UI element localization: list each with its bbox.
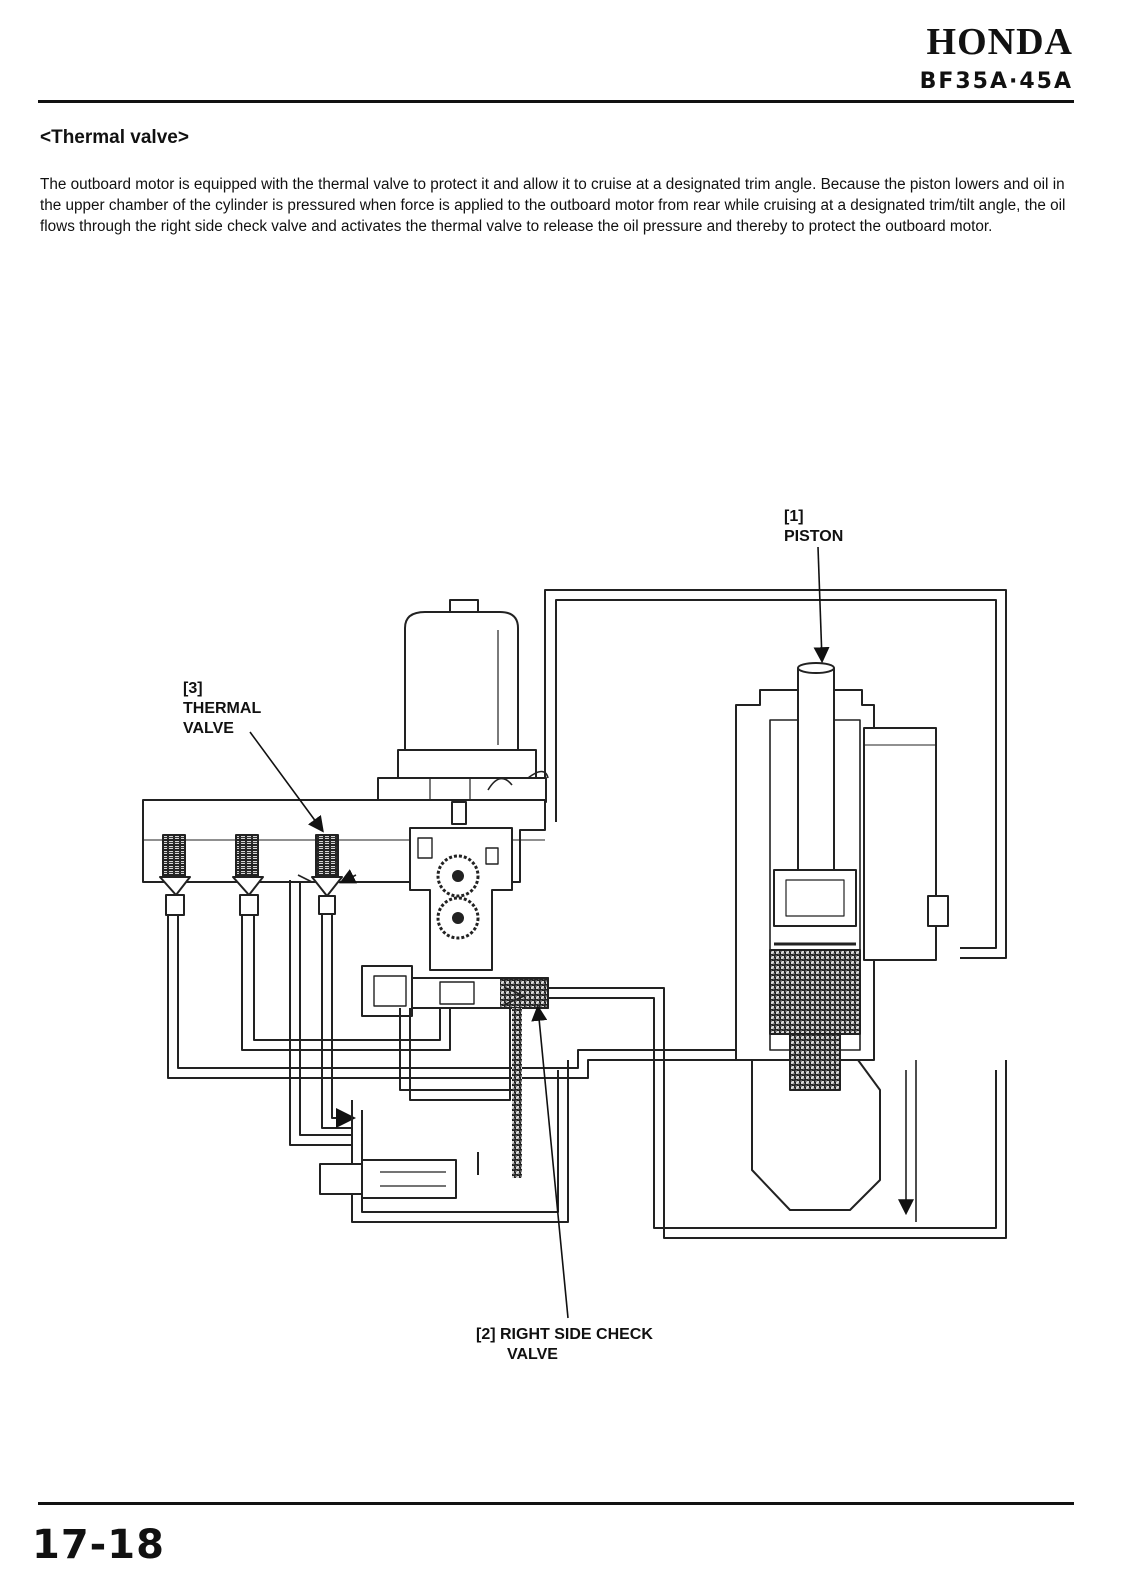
label-right-side-check-valve: [2] RIGHT SIDE CHECK VALVE xyxy=(476,1325,653,1365)
label-piston-text: PISTON xyxy=(784,528,844,545)
tilt-relief-valve xyxy=(232,834,264,916)
leader-lines xyxy=(249,546,830,1319)
model-name: BF35A·45A xyxy=(919,69,1073,94)
tilt-cylinder xyxy=(735,662,949,1211)
label-piston: [1] PISTON xyxy=(784,507,843,547)
label-check-text-1: [2] RIGHT SIDE CHECK xyxy=(476,1326,653,1343)
bottom-valve-block xyxy=(319,1159,457,1199)
footer-rule xyxy=(38,1502,1074,1505)
electric-motor xyxy=(377,599,549,803)
pressurised-oil-line xyxy=(512,987,1007,1239)
label-thermal-valve: [3] THERMAL VALVE xyxy=(183,679,261,739)
honda-logo: HONDA xyxy=(926,21,1073,63)
header-rule xyxy=(38,100,1074,103)
label-piston-number: [1] xyxy=(784,508,804,525)
label-thermal-text-1: THERMAL xyxy=(183,700,262,717)
section-title: <Thermal valve> xyxy=(40,127,189,148)
upper-oil-line xyxy=(544,589,1007,959)
brand-header: HONDA BF35A·45A xyxy=(920,22,1073,96)
lower-oil-lines xyxy=(167,880,740,1223)
body-paragraph: The outboard motor is equipped with the … xyxy=(40,176,1066,235)
shuttle-valve-block xyxy=(361,965,549,1017)
pump-gear-housing xyxy=(409,801,513,971)
label-thermal-text-2: VALVE xyxy=(183,720,234,737)
thermal-valve xyxy=(297,834,356,915)
page-number: 17-18 xyxy=(32,1522,165,1568)
manual-release-valve xyxy=(159,834,191,916)
label-check-text-2: VALVE xyxy=(507,1346,558,1363)
label-thermal-number: [3] xyxy=(183,680,203,697)
